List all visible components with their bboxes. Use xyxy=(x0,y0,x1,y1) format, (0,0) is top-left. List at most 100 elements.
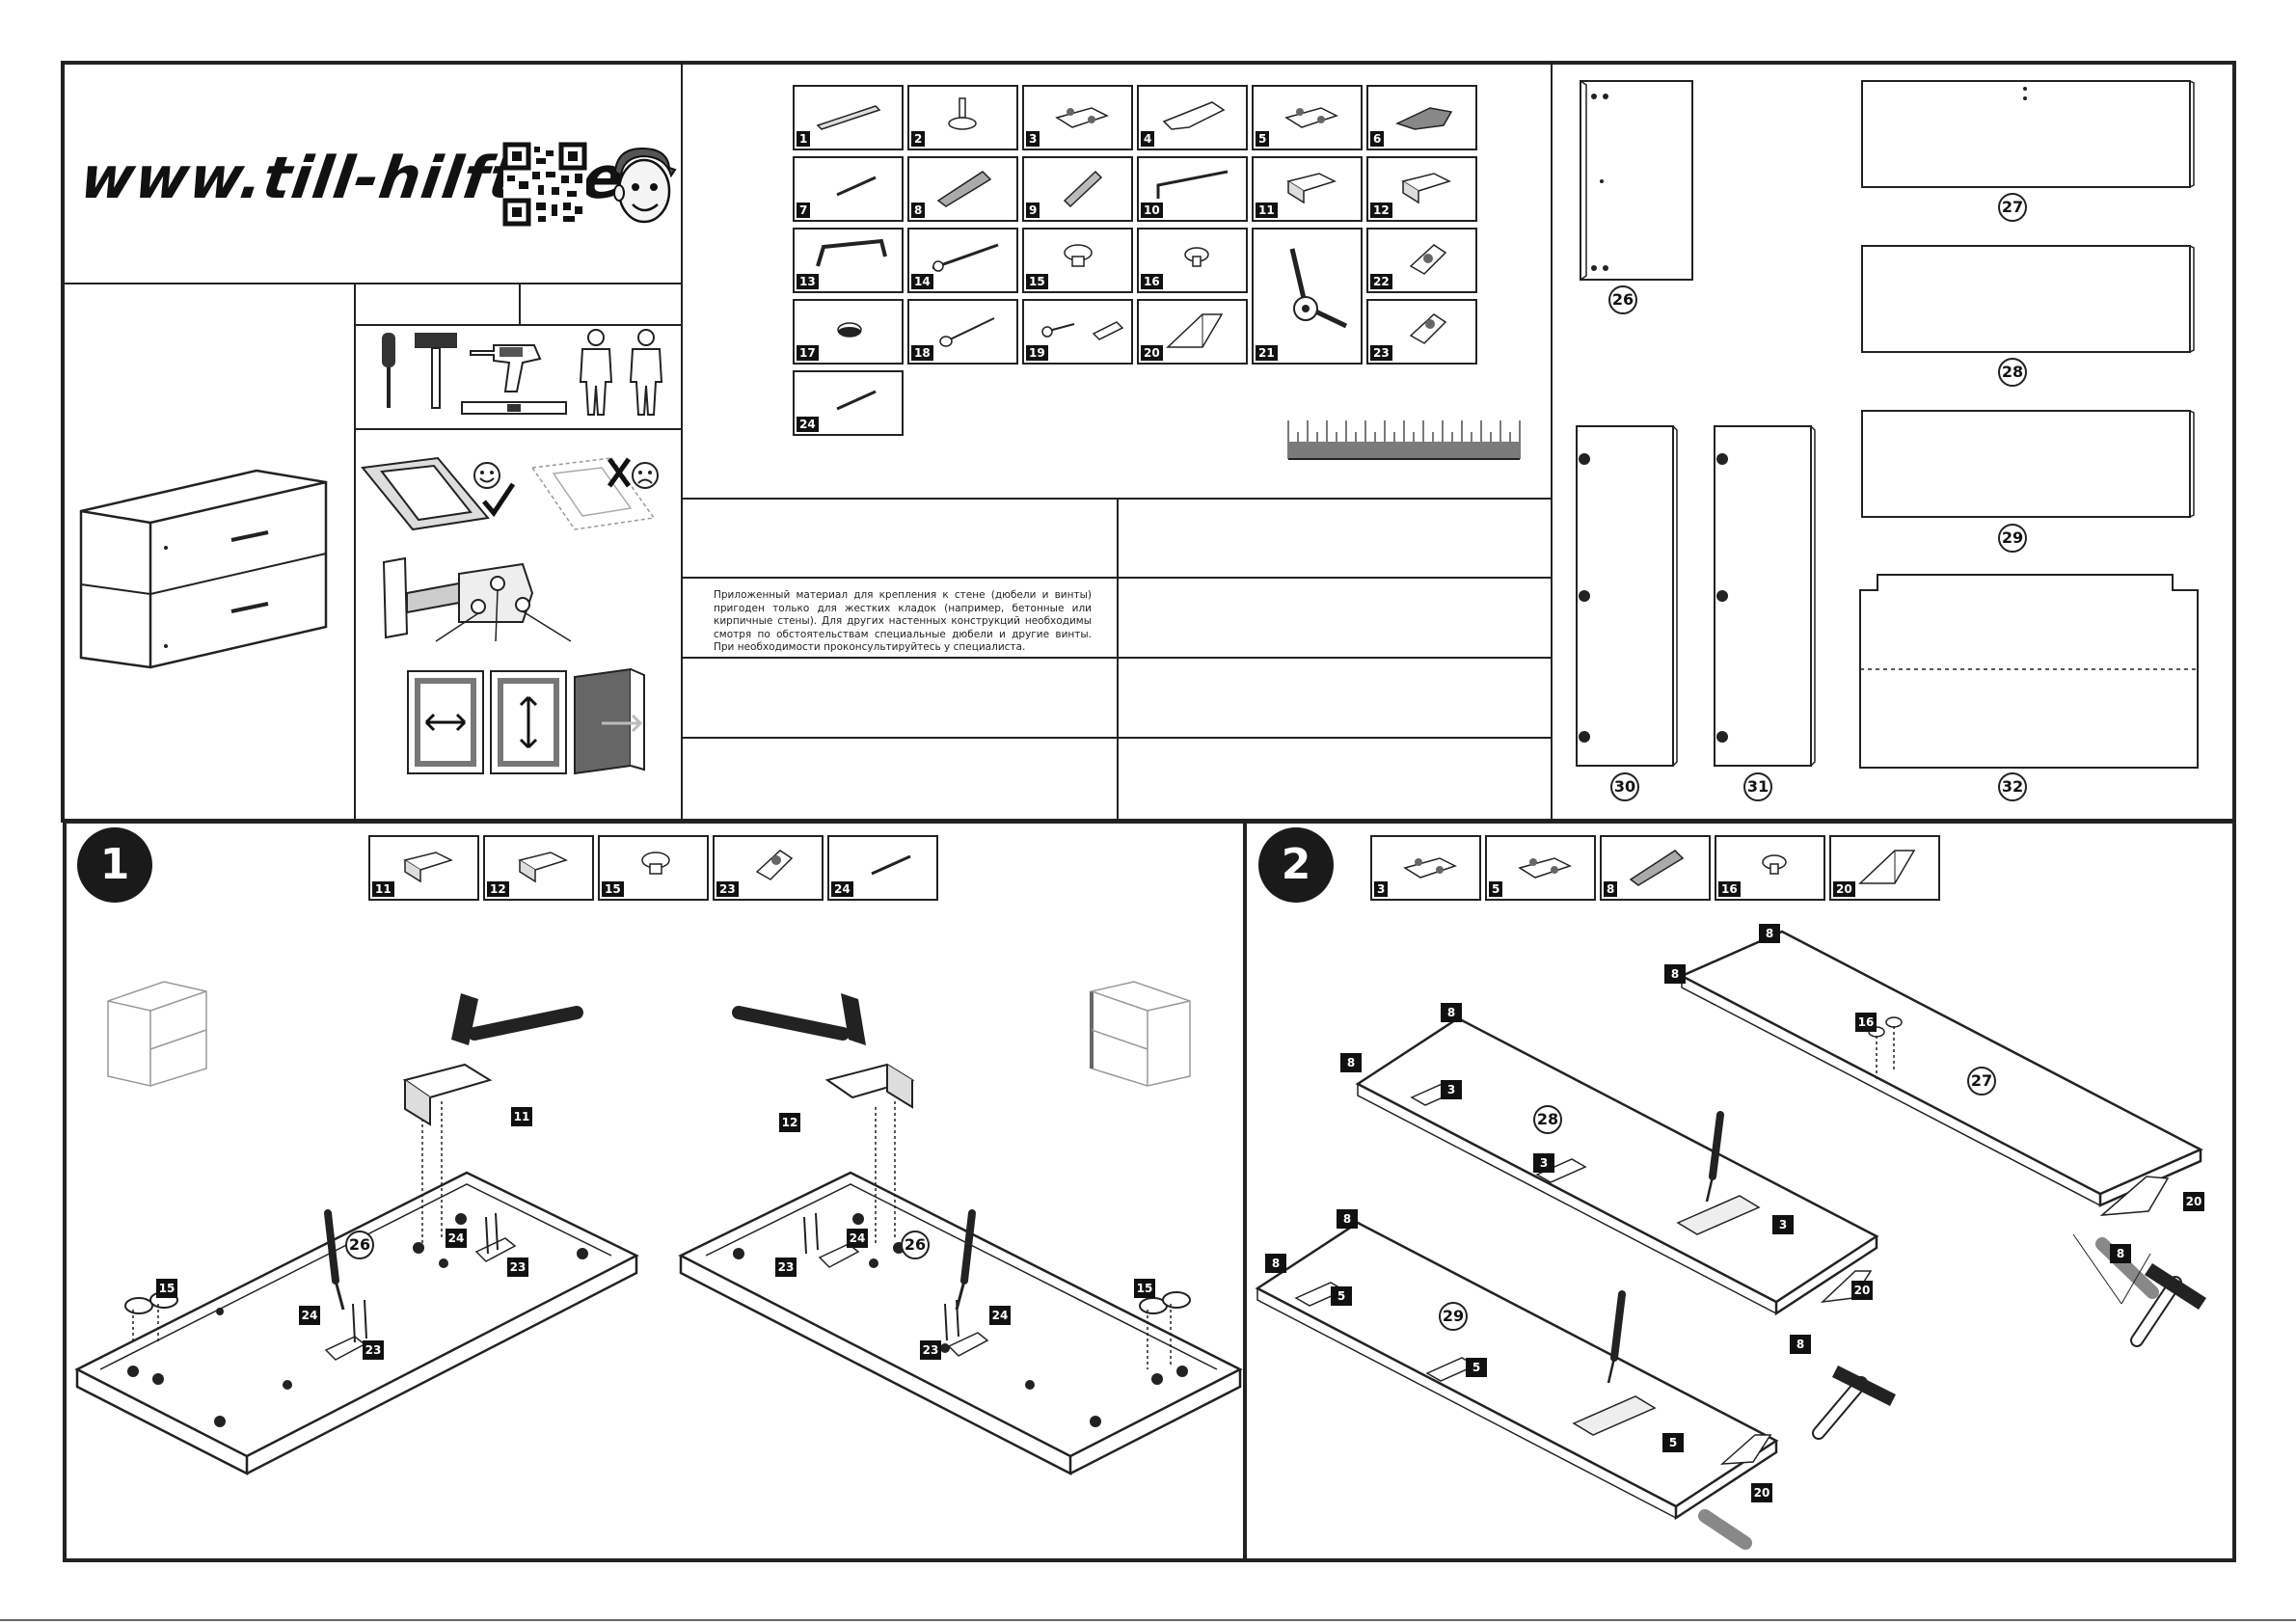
callout-20-c: 20 xyxy=(1751,1483,1772,1502)
callout-29: 29 xyxy=(1439,1302,1468,1331)
callout-8-f: 8 xyxy=(1265,1254,1286,1273)
callout-15-left: 15 xyxy=(156,1279,177,1298)
frown-icon xyxy=(632,462,659,489)
door-vertical-adjust xyxy=(490,670,567,774)
panel-label-30: 30 xyxy=(1610,772,1639,801)
callout-20-b: 20 xyxy=(1851,1281,1873,1300)
callout-24-c: 24 xyxy=(847,1229,868,1248)
cross-icon xyxy=(607,457,632,488)
part-2[interactable]: 2 xyxy=(907,85,1018,150)
step-2-shelf-29-assembly xyxy=(1255,1221,1779,1550)
callout-3-b: 3 xyxy=(1533,1153,1554,1173)
ruler-icon xyxy=(1287,420,1521,460)
panel-label-26: 26 xyxy=(1608,285,1637,314)
drill-icon xyxy=(470,344,542,392)
callout-26-left: 26 xyxy=(345,1231,374,1259)
callout-3-c: 3 xyxy=(1772,1215,1794,1234)
step-1-part-23[interactable]: 23 xyxy=(713,835,824,901)
part-11[interactable]: 11 xyxy=(1252,156,1363,222)
callout-20-a: 20 xyxy=(2183,1192,2204,1211)
panel-26 xyxy=(1580,80,1693,281)
step-1-right-assembly xyxy=(678,993,1243,1476)
part-8[interactable]: 8 xyxy=(907,156,1018,222)
callout-8-d: 8 xyxy=(1340,1053,1362,1072)
callout-24-a: 24 xyxy=(446,1229,467,1248)
door-horizontal-adjust xyxy=(407,670,484,774)
panel-27 xyxy=(1861,80,2195,188)
step-1-left-cabinet-thumb xyxy=(107,981,207,1087)
page-bottom-rule xyxy=(0,1619,2296,1621)
boy-mascot-icon xyxy=(613,147,677,224)
part-10[interactable]: 10 xyxy=(1137,156,1248,222)
callout-27: 27 xyxy=(1967,1067,1996,1096)
arrow-vertical-icon xyxy=(519,695,538,749)
panel-29 xyxy=(1861,410,2195,518)
part-18[interactable]: 18 xyxy=(907,299,1018,365)
hinge-adjustment-illustration xyxy=(382,556,572,642)
part-13[interactable]: 13 xyxy=(793,228,904,293)
callout-5-a: 5 xyxy=(1331,1286,1352,1306)
part-14[interactable]: 14 xyxy=(907,228,1018,293)
part-12[interactable]: 12 xyxy=(1366,156,1477,222)
callout-24-d: 24 xyxy=(989,1306,1011,1325)
step-divider xyxy=(1243,820,1247,1562)
check-icon xyxy=(482,482,516,518)
callout-15-right: 15 xyxy=(1134,1279,1155,1298)
part-5[interactable]: 5 xyxy=(1252,85,1363,150)
callout-8-h: 8 xyxy=(1790,1335,1811,1354)
step-1-part-11[interactable]: 11 xyxy=(368,835,479,901)
part-24[interactable]: 24 xyxy=(793,370,904,436)
part-6[interactable]: 6 xyxy=(1366,85,1477,150)
step-2-part-3[interactable]: 3 xyxy=(1370,835,1481,901)
part-17[interactable]: 17 xyxy=(793,299,904,365)
part-15[interactable]: 15 xyxy=(1022,228,1133,293)
step-1-part-15[interactable]: 15 xyxy=(598,835,709,901)
qr-code-icon[interactable] xyxy=(502,142,587,227)
callout-8-a: 8 xyxy=(1759,924,1780,943)
panel-label-31: 31 xyxy=(1743,772,1772,801)
callout-5-c: 5 xyxy=(1662,1433,1684,1452)
callout-26-right: 26 xyxy=(901,1231,930,1259)
callout-23-c: 23 xyxy=(775,1258,797,1277)
callout-11: 11 xyxy=(511,1107,532,1126)
step-2-hammer-right xyxy=(2130,1263,2206,1347)
part-23[interactable]: 23 xyxy=(1366,299,1477,365)
callout-8-b: 8 xyxy=(1664,964,1686,984)
step-1-part-24[interactable]: 24 xyxy=(827,835,938,901)
callout-16: 16 xyxy=(1855,1013,1877,1032)
step-2-part-5[interactable]: 5 xyxy=(1485,835,1596,901)
arrow-horizontal-icon xyxy=(424,713,467,732)
callout-24-b: 24 xyxy=(299,1306,320,1325)
part-20[interactable]: 20 xyxy=(1137,299,1248,365)
panel-32 xyxy=(1859,574,2199,769)
cabinet-preview-illustration xyxy=(79,469,328,669)
panel-31 xyxy=(1714,425,1816,767)
part-4[interactable]: 4 xyxy=(1137,85,1248,150)
callout-23-d: 23 xyxy=(920,1340,941,1360)
part-22[interactable]: 22 xyxy=(1366,228,1477,293)
panel-label-32: 32 xyxy=(1998,772,2027,801)
smiley-icon xyxy=(473,462,500,489)
step-1-part-12[interactable]: 12 xyxy=(483,835,594,901)
step-2-number: 2 xyxy=(1258,827,1334,903)
spirit-level-icon xyxy=(461,401,567,415)
panel-label-27: 27 xyxy=(1998,193,2027,222)
part-7[interactable]: 7 xyxy=(793,156,904,222)
callout-5-b: 5 xyxy=(1466,1358,1487,1377)
two-persons-icon xyxy=(579,329,663,416)
step-2-part-16[interactable]: 16 xyxy=(1715,835,1825,901)
step-2-part-8[interactable]: 8 xyxy=(1600,835,1711,901)
callout-28: 28 xyxy=(1533,1105,1562,1134)
callout-8-c: 8 xyxy=(1441,1003,1462,1022)
part-1[interactable]: 1 xyxy=(793,85,904,150)
panel-30 xyxy=(1576,425,1678,767)
part-16[interactable]: 16 xyxy=(1137,228,1248,293)
step-2-part-20[interactable]: 20 xyxy=(1829,835,1940,901)
part-9[interactable]: 9 xyxy=(1022,156,1133,222)
part-3[interactable]: 3 xyxy=(1022,85,1133,150)
part-21[interactable]: 21 xyxy=(1252,228,1363,365)
part-19[interactable]: 19 xyxy=(1022,299,1133,365)
panel-label-28: 28 xyxy=(1998,358,2027,387)
door-depth-adjust xyxy=(574,667,645,775)
callout-8-e: 8 xyxy=(1337,1209,1358,1229)
